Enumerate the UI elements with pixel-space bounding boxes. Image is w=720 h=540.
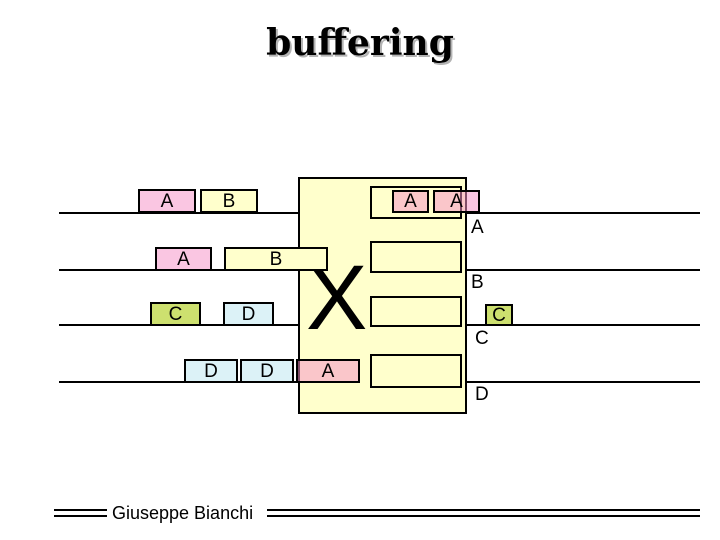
buffer-slot-d (370, 354, 462, 388)
packet-label: A (404, 191, 417, 212)
packet-d: D (223, 302, 274, 326)
packet-label: A (321, 360, 335, 382)
packet-b: B (200, 189, 258, 213)
packet-label: B (222, 190, 236, 212)
packet-label: D (260, 360, 274, 382)
buffered-packet-a: A (392, 190, 429, 213)
wire-right-d (461, 381, 700, 383)
flow-label-c: C (475, 328, 489, 349)
packet-label: A (160, 190, 174, 212)
packet-label: A (450, 191, 463, 212)
wire-right-a (461, 212, 700, 214)
packet-a: A (155, 247, 212, 271)
packet-d: D (240, 359, 294, 383)
output-packet-c: C (485, 304, 513, 326)
flow-label-a: A (471, 217, 484, 238)
buffered-packet-a: A (433, 190, 480, 213)
flow-label-d: D (475, 384, 489, 405)
flow-label-b: B (471, 272, 484, 293)
footer-rule-right (267, 509, 700, 517)
packet-a: A (138, 189, 196, 213)
footer-author: Giuseppe Bianchi (112, 503, 254, 523)
packet-b: B (224, 247, 328, 271)
packet-label: D (204, 360, 218, 382)
packet-label: B (269, 248, 283, 270)
footer-rule-left (54, 509, 107, 517)
slide-title: buffering (266, 22, 454, 64)
wire-left-d (59, 381, 298, 383)
wire-right-b (461, 269, 700, 271)
packet-label: D (241, 303, 256, 325)
wire-right-c (461, 324, 700, 326)
packet-label: C (168, 303, 183, 325)
packet-c: C (150, 302, 201, 326)
buffer-slot-c (370, 296, 462, 327)
wire-left-a (59, 212, 298, 214)
packet-d: D (184, 359, 238, 383)
buffer-slot-b (370, 241, 462, 273)
packet-label: C (492, 304, 506, 326)
packet-label: A (177, 248, 190, 270)
packet-a: A (296, 359, 360, 383)
